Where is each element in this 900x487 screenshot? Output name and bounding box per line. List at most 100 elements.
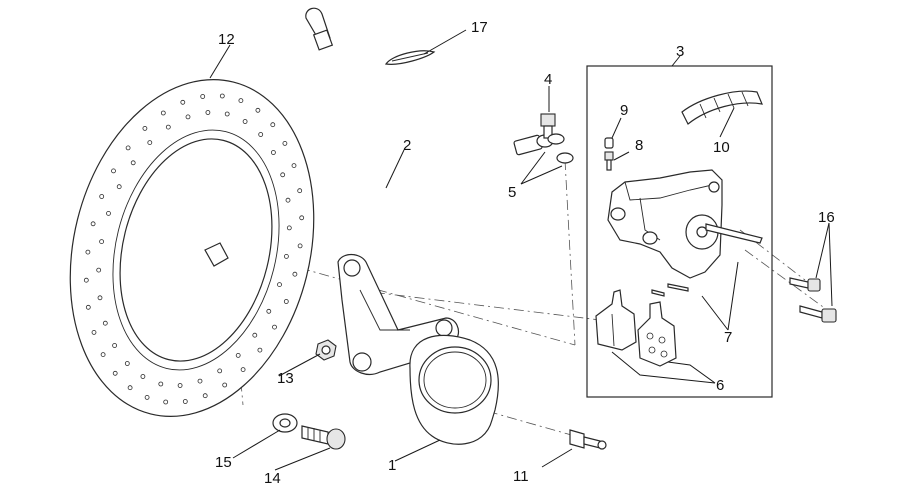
disc-hole	[292, 271, 298, 277]
spacer-ring	[409, 334, 499, 445]
disc-hole	[85, 249, 91, 255]
callout-4: 4	[544, 71, 552, 88]
disc-hole	[219, 93, 225, 99]
callout-9: 9	[620, 102, 628, 119]
callout-11: 11	[513, 468, 529, 485]
disc-hole	[224, 111, 230, 117]
disc-hole	[217, 368, 223, 374]
callout-8: 8	[635, 137, 643, 154]
disc-hole	[285, 197, 291, 203]
pad-spring-plate	[681, 90, 763, 125]
disc-hole	[238, 98, 244, 103]
brake-pads	[595, 289, 677, 367]
brake-disc	[69, 79, 315, 417]
callout-14: 14	[264, 470, 281, 487]
callout-15: 15	[215, 454, 232, 471]
disc-hole	[99, 239, 104, 245]
callout-17: 17	[471, 19, 488, 36]
callout-labels: 12 17 3 4 9 8 10 2 5 16 7 6 13 15 14 1 1…	[215, 19, 835, 487]
callout-13: 13	[277, 370, 294, 387]
disc-hole	[235, 352, 241, 358]
callout-5: 5	[508, 184, 516, 201]
disc-hole	[185, 114, 191, 120]
disc-hole	[299, 215, 305, 221]
disc-hole	[297, 243, 303, 249]
disc-hole	[112, 343, 117, 348]
callout-16: 16	[818, 209, 835, 226]
disc-hole	[240, 367, 246, 373]
disc-hole	[283, 253, 289, 259]
brake-hose	[305, 7, 554, 190]
disc-hole	[125, 145, 131, 151]
disc-hole	[83, 277, 89, 283]
disc-hole	[91, 329, 97, 335]
disc-hole	[124, 361, 130, 366]
disc-hole	[130, 160, 136, 166]
caliper-bolts	[789, 277, 837, 323]
disc-hole	[242, 119, 248, 124]
disc-hole	[163, 399, 169, 405]
copper-washers	[547, 133, 574, 164]
disc-bolt	[301, 425, 346, 450]
disc-hole	[272, 324, 277, 330]
nut	[315, 339, 337, 361]
callout-3: 3	[676, 43, 684, 60]
hose-clip	[384, 50, 436, 65]
disc-hole	[140, 374, 146, 379]
callout-1: 1	[388, 457, 396, 474]
disc-hole	[222, 382, 228, 388]
disc-hole	[144, 394, 150, 400]
disc-hole	[97, 295, 103, 301]
disc-hole	[205, 110, 211, 115]
disc-hole	[270, 150, 276, 155]
disc-hole	[165, 124, 171, 130]
callout-7: 7	[724, 329, 732, 346]
bleed-cap	[604, 137, 614, 149]
disc-hole	[111, 168, 116, 174]
disc-hole	[297, 188, 303, 194]
banjo-bolt	[540, 113, 556, 139]
disc-hole	[266, 308, 272, 314]
disc-hole	[257, 347, 263, 353]
disc-hole	[200, 94, 206, 99]
callout-12: 12	[218, 31, 235, 48]
callout-10: 10	[713, 139, 730, 156]
disc-hole	[252, 332, 258, 338]
disc-hole	[182, 399, 188, 404]
disc-hole	[283, 299, 289, 304]
disc-hole	[177, 383, 183, 388]
disc-hole	[255, 107, 261, 113]
disc-hole	[291, 163, 297, 169]
disc-hole	[197, 378, 203, 384]
disc-hole	[202, 393, 208, 399]
disc-hole	[102, 320, 108, 326]
callout-2: 2	[403, 137, 411, 154]
disc-hole	[99, 194, 105, 199]
bleed-screw	[604, 151, 614, 171]
callout-6: 6	[716, 377, 724, 394]
disc-hole	[282, 140, 288, 146]
disc-hole	[160, 110, 166, 116]
disc-hole	[158, 381, 164, 387]
disc-hole	[142, 125, 148, 131]
disc-washer	[272, 413, 298, 433]
disc-hole	[106, 210, 111, 216]
disc-hole	[116, 184, 122, 190]
brake-caliper	[607, 169, 763, 279]
caliper-kit-frame	[586, 65, 773, 398]
disc-hole	[112, 370, 118, 376]
pad-pins	[651, 283, 689, 297]
leader-lines	[209, 29, 833, 471]
center-lines	[229, 159, 831, 437]
disc-hole	[280, 172, 286, 178]
disc-hole	[100, 352, 106, 358]
disc-hole	[90, 221, 96, 227]
disc-hole	[96, 267, 102, 273]
disc-vent-holes	[83, 93, 305, 405]
sensor-pin	[569, 429, 607, 450]
disc-hole	[85, 304, 91, 310]
disc-hole	[286, 225, 292, 231]
disc-hole	[270, 122, 276, 128]
